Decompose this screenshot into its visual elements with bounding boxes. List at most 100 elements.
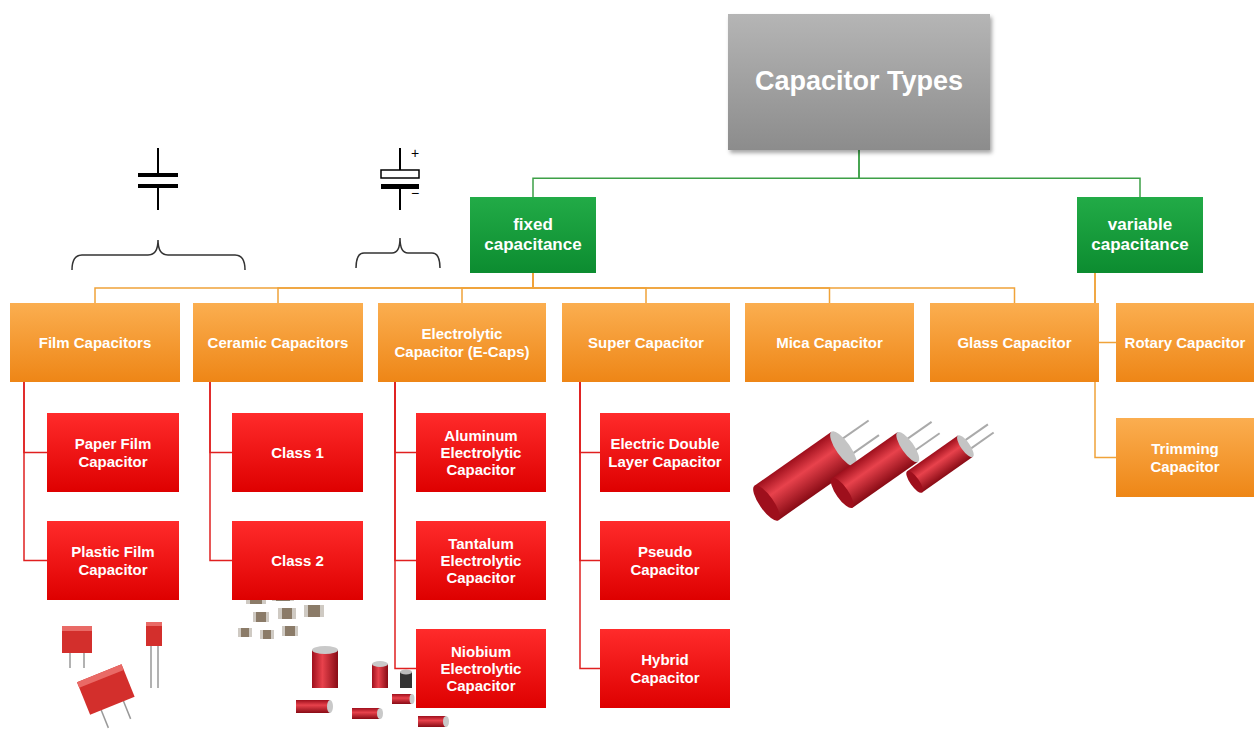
type-box: Rotary Capacitor bbox=[1116, 303, 1254, 382]
box-label: Capacitor Types bbox=[755, 66, 963, 97]
electrolytic-capacitor-illustration bbox=[400, 670, 412, 675]
box-label: Pseudo Capacitor bbox=[608, 543, 722, 578]
electrolytic-capacitor-illustration bbox=[392, 694, 412, 704]
supercapacitor-illustration bbox=[749, 482, 785, 524]
subtype-box: Hybrid Capacitor bbox=[600, 629, 730, 708]
type-box: Trimming Capacitor bbox=[1116, 418, 1254, 497]
box-label: Class 1 bbox=[271, 444, 324, 461]
ceramic-capacitor-illustration bbox=[304, 605, 324, 617]
polarized-capacitor-symbol bbox=[399, 148, 401, 170]
box-label: Plastic Film Capacitor bbox=[55, 543, 171, 578]
tree-connector bbox=[580, 382, 600, 561]
electrolytic-capacitor-illustration bbox=[418, 716, 446, 727]
tree-connector bbox=[395, 382, 416, 453]
film-capacitor-illustration bbox=[83, 652, 85, 668]
box-label: Paper Film Capacitor bbox=[55, 435, 171, 470]
supercapacitor-illustration bbox=[903, 418, 998, 495]
film-capacitor-illustration bbox=[157, 645, 159, 688]
box-label: Super Capacitor bbox=[588, 334, 704, 351]
subtype-box: Plastic Film Capacitor bbox=[47, 521, 179, 600]
subtype-box: Class 2 bbox=[232, 521, 363, 600]
capacitor-symbol bbox=[138, 184, 178, 188]
type-box: Ceramic Capacitors bbox=[193, 303, 363, 382]
electrolytic-capacitor-illustration bbox=[372, 661, 388, 667]
subtype-box: Niobium Electrolytic Capacitor bbox=[416, 629, 546, 708]
subtype-box: Class 1 bbox=[232, 413, 363, 492]
capacitor-symbol bbox=[138, 173, 178, 177]
film-capacitor-illustration bbox=[77, 664, 142, 732]
ceramic-capacitor-illustration bbox=[282, 626, 298, 636]
tree-connector bbox=[462, 273, 533, 303]
type-box: Super Capacitor bbox=[562, 303, 730, 382]
supercapacitor-illustration bbox=[968, 433, 993, 451]
film-capacitor-illustration bbox=[77, 664, 124, 688]
tree-connector bbox=[580, 382, 600, 453]
box-label: Film Capacitors bbox=[39, 334, 152, 351]
tree-connector bbox=[210, 382, 232, 453]
electrolytic-capacitor-illustration bbox=[372, 664, 388, 688]
tree-connector bbox=[395, 382, 416, 669]
box-label: Rotary Capacitor bbox=[1125, 334, 1246, 351]
box-label: Class 2 bbox=[271, 552, 324, 569]
capacitor-symbol bbox=[157, 188, 159, 210]
film-capacitor-illustration bbox=[150, 645, 152, 688]
polarity-sign: − bbox=[411, 186, 419, 200]
ceramic-capacitor-illustration bbox=[295, 626, 298, 636]
box-label: Aluminum Electrolytic Capacitor bbox=[424, 427, 538, 479]
subtype-box: Pseudo Capacitor bbox=[600, 521, 730, 600]
type-box: Glass Capacitor bbox=[930, 303, 1099, 382]
box-label: Electrolytic Capacitor (E-Caps) bbox=[386, 325, 538, 360]
tree-connector bbox=[95, 273, 533, 303]
film-capacitor-illustration bbox=[77, 664, 135, 714]
category-box: variable capacitance bbox=[1077, 197, 1203, 273]
ceramic-capacitor-illustration bbox=[278, 608, 282, 619]
box-label: Tantalum Electrolytic Capacitor bbox=[424, 535, 538, 587]
tree-connector bbox=[24, 382, 47, 453]
tree-connector bbox=[278, 273, 533, 303]
tree-connector bbox=[395, 382, 416, 561]
tree-connector bbox=[533, 150, 859, 197]
box-label: variable capacitance bbox=[1085, 215, 1195, 254]
ceramic-capacitor-illustration bbox=[282, 626, 285, 636]
film-capacitor-illustration bbox=[62, 626, 92, 631]
polarized-capacitor-symbol bbox=[381, 170, 419, 178]
category-box: fixed capacitance bbox=[470, 197, 596, 273]
film-capacitor-illustration bbox=[123, 700, 130, 719]
electrolytic-capacitor-illustration bbox=[352, 708, 380, 719]
root-box: Capacitor Types bbox=[728, 14, 990, 150]
electrolytic-capacitor-illustration bbox=[410, 694, 415, 704]
subtype-box: Aluminum Electrolytic Capacitor bbox=[416, 413, 546, 492]
ceramic-capacitor-illustration bbox=[304, 605, 308, 617]
subtype-box: Tantalum Electrolytic Capacitor bbox=[416, 521, 546, 600]
bracket bbox=[356, 238, 440, 268]
tree-connector bbox=[580, 382, 600, 669]
film-capacitor-illustration bbox=[146, 622, 162, 626]
ceramic-capacitor-illustration bbox=[260, 630, 274, 639]
electrolytic-capacitor-illustration bbox=[327, 700, 333, 713]
tree-connector bbox=[859, 150, 1140, 197]
bracket bbox=[356, 238, 440, 268]
subtype-box: Electric Double Layer Capacitor bbox=[600, 413, 730, 492]
bracket bbox=[72, 240, 245, 270]
tree-connector bbox=[210, 382, 232, 561]
film-capacitor-illustration bbox=[62, 626, 92, 653]
box-label: Electric Double Layer Capacitor bbox=[608, 435, 722, 470]
supercapacitor-illustration bbox=[827, 475, 857, 511]
box-label: fixed capacitance bbox=[478, 215, 588, 254]
electrolytic-capacitor-illustration bbox=[377, 708, 383, 719]
film-capacitor-illustration bbox=[101, 709, 108, 728]
ceramic-capacitor-illustration bbox=[253, 612, 269, 622]
type-box: Mica Capacitor bbox=[745, 303, 914, 382]
ceramic-capacitor-illustration bbox=[320, 605, 324, 617]
subtype-box: Paper Film Capacitor bbox=[47, 413, 179, 492]
box-label: Niobium Electrolytic Capacitor bbox=[424, 643, 538, 695]
box-label: Trimming Capacitor bbox=[1124, 440, 1246, 475]
tree-connector bbox=[24, 382, 47, 561]
supercapacitor-illustration bbox=[749, 411, 999, 525]
ceramic-capacitor-illustration bbox=[266, 612, 269, 622]
box-label: Ceramic Capacitors bbox=[208, 334, 349, 351]
electrolytic-capacitor-illustration bbox=[312, 650, 338, 688]
capacitor-symbol bbox=[138, 148, 178, 210]
capacitor-symbol bbox=[157, 148, 159, 173]
tree-connector bbox=[533, 273, 1015, 303]
